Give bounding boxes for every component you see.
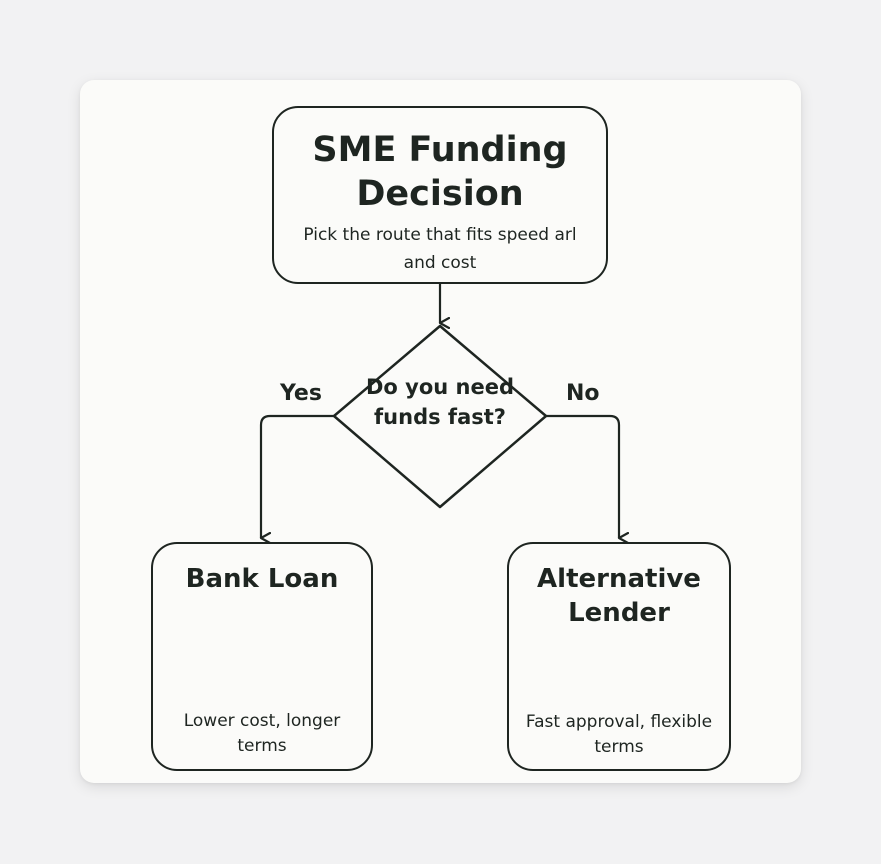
no-label: No — [566, 381, 600, 406]
bank-loan-description: Lower cost, longer terms — [183, 711, 341, 756]
arrow-yes-branch — [259, 414, 334, 538]
start-subtitle: Pick the route that fits speed arl and c… — [303, 225, 577, 273]
alternative-lender-description: Fast approval, flexible terms — [525, 712, 713, 757]
bank-loan-box: Bank Loan Lower cost, longer terms — [151, 542, 373, 771]
page-title: SME Funding Decision — [312, 130, 568, 214]
arrow-no-branch — [546, 414, 619, 538]
yes-label: Yes — [280, 381, 322, 406]
decision-question: Do you need funds fast? — [365, 375, 514, 429]
bank-loan-title: Bank Loan — [185, 564, 339, 594]
decision-diamond — [332, 324, 548, 509]
alternative-lender-box: Alternative Lender Fast approval, flexib… — [507, 542, 731, 771]
start-box: SME Funding Decision Pick the route that… — [272, 106, 608, 284]
alternative-lender-title: Alternative Lender — [537, 564, 701, 628]
